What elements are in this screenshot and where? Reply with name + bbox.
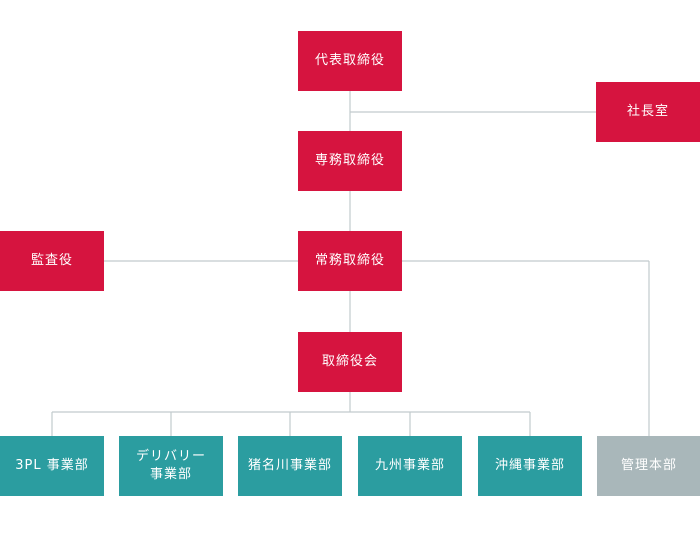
node-dept-3pl-label: 3PL 事業部 — [15, 458, 89, 473]
node-dept-delivery-label: デリバリー 事業部 — [135, 449, 206, 482]
node-dept-kyushu: 九州事業部 — [358, 436, 462, 496]
node-dept-okinawa: 沖縄事業部 — [478, 436, 582, 496]
node-dept-kyushu-label: 九州事業部 — [374, 458, 445, 473]
node-dept-okinawa-label: 沖縄事業部 — [494, 458, 565, 473]
node-president-office-label: 社長室 — [626, 104, 669, 119]
node-dept-inagawa: 猪名川事業部 — [238, 436, 342, 496]
node-managing-director: 常務取締役 — [298, 231, 402, 291]
node-senior-director-label: 専務取締役 — [314, 153, 385, 168]
node-dept-delivery: デリバリー 事業部 — [119, 436, 223, 496]
node-auditor-label: 監査役 — [30, 253, 73, 268]
node-board: 取締役会 — [298, 332, 402, 392]
node-dept-administration-label: 管理本部 — [620, 458, 677, 473]
node-auditor: 監査役 — [0, 231, 104, 291]
node-ceo: 代表取締役 — [298, 31, 402, 91]
node-dept-administration: 管理本部 — [597, 436, 700, 496]
node-managing-director-label: 常務取締役 — [314, 253, 385, 268]
node-ceo-label: 代表取締役 — [314, 53, 385, 68]
node-board-label: 取締役会 — [321, 354, 378, 369]
node-president-office: 社長室 — [596, 82, 700, 142]
node-dept-3pl: 3PL 事業部 — [0, 436, 104, 496]
node-senior-director: 専務取締役 — [298, 131, 402, 191]
node-dept-inagawa-label: 猪名川事業部 — [247, 458, 332, 473]
